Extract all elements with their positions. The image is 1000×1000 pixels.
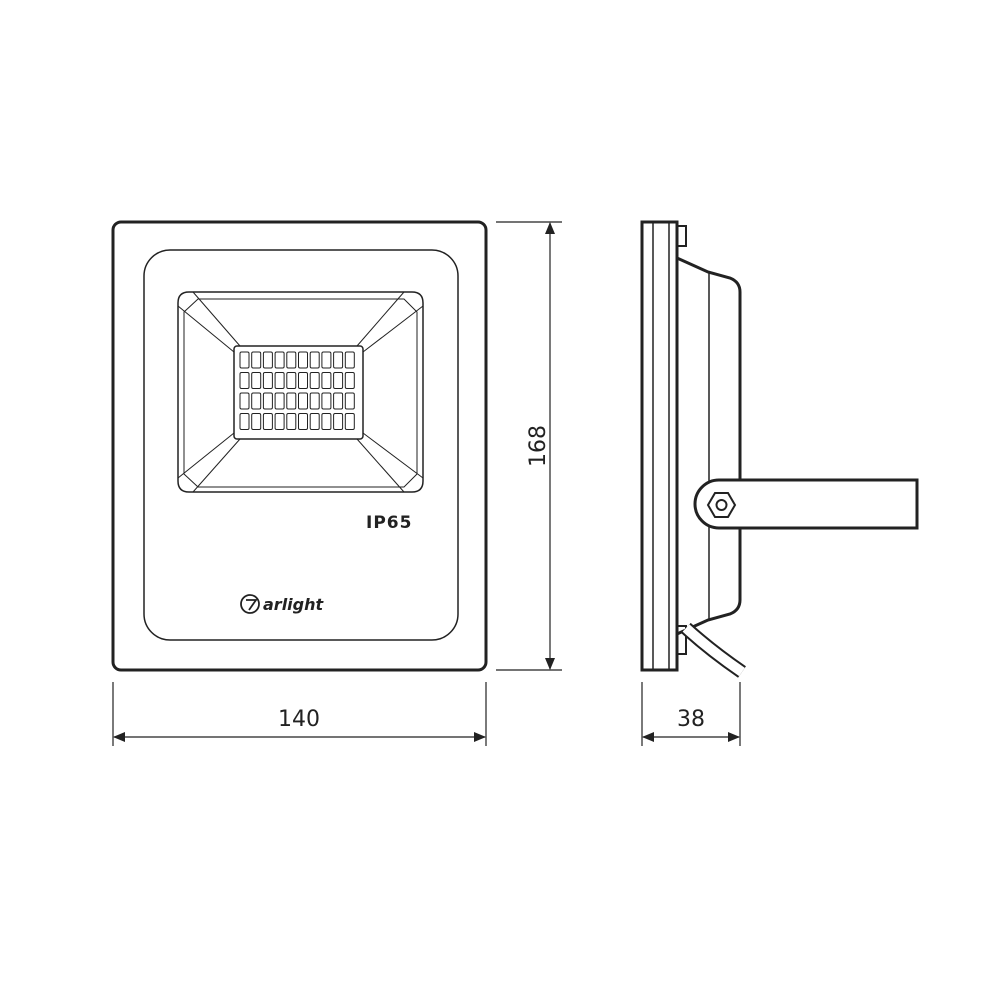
led-chip [286, 372, 297, 389]
led-chip [262, 413, 273, 430]
side-body [676, 256, 742, 636]
led-chip [344, 392, 355, 410]
led-chip [239, 351, 250, 369]
rating-label: IP65 [366, 513, 412, 533]
led-chip [344, 351, 355, 369]
bolt-center-icon [715, 499, 728, 511]
led-chip [321, 351, 332, 369]
led-board [233, 345, 364, 440]
led-chip [333, 392, 344, 410]
led-chip [321, 413, 332, 430]
led-chip [274, 392, 285, 410]
side-front-plate [640, 220, 679, 672]
led-chip [251, 372, 262, 389]
led-chip [274, 351, 285, 369]
led-chip [274, 372, 285, 389]
led-chip [321, 372, 332, 389]
led-chip [286, 413, 297, 430]
led-chip [298, 413, 308, 430]
side-view [640, 220, 919, 678]
led-chip [333, 372, 344, 389]
led-chip [298, 392, 308, 410]
reflector-facets [177, 291, 424, 493]
led-chip [262, 351, 273, 369]
inner-panel [143, 249, 459, 641]
reflector-bevel [183, 298, 418, 488]
led-chip [239, 392, 250, 410]
led-chip [309, 413, 320, 430]
led-chip [344, 413, 355, 430]
led-chip [251, 351, 262, 369]
led-chip [309, 351, 320, 369]
led-chip [298, 351, 308, 369]
side-screw-top [676, 225, 687, 247]
led-chip [286, 392, 297, 410]
mounting-bracket [693, 478, 919, 530]
led-chip [239, 413, 250, 430]
led-chip [262, 372, 273, 389]
brand-logo: arlight [240, 594, 325, 614]
led-chip [274, 413, 285, 430]
outer-frame [111, 220, 488, 672]
led-chip [251, 413, 262, 430]
led-chip [321, 392, 332, 410]
reflector-outer [177, 291, 424, 493]
led-grid [239, 351, 355, 430]
width-dimension-label: 140 [278, 707, 320, 732]
depth-dimension-label: 38 [677, 707, 705, 732]
led-chip [309, 372, 320, 389]
dimension-lines [112, 221, 741, 746]
led-chip [333, 351, 344, 369]
bolt-hex-icon [706, 492, 737, 518]
led-chip [298, 372, 308, 389]
front-view [111, 220, 488, 672]
led-chip [333, 413, 344, 430]
brand-label: arlight [263, 595, 325, 614]
height-dimension-label: 168 [526, 425, 551, 467]
led-chip [286, 351, 297, 369]
led-chip [344, 372, 355, 389]
side-screw-bottom [676, 625, 687, 655]
led-chip [262, 392, 273, 410]
led-chip [309, 392, 320, 410]
led-chip [251, 392, 262, 410]
led-chip [239, 372, 250, 389]
brand-logo-icon [240, 594, 260, 614]
